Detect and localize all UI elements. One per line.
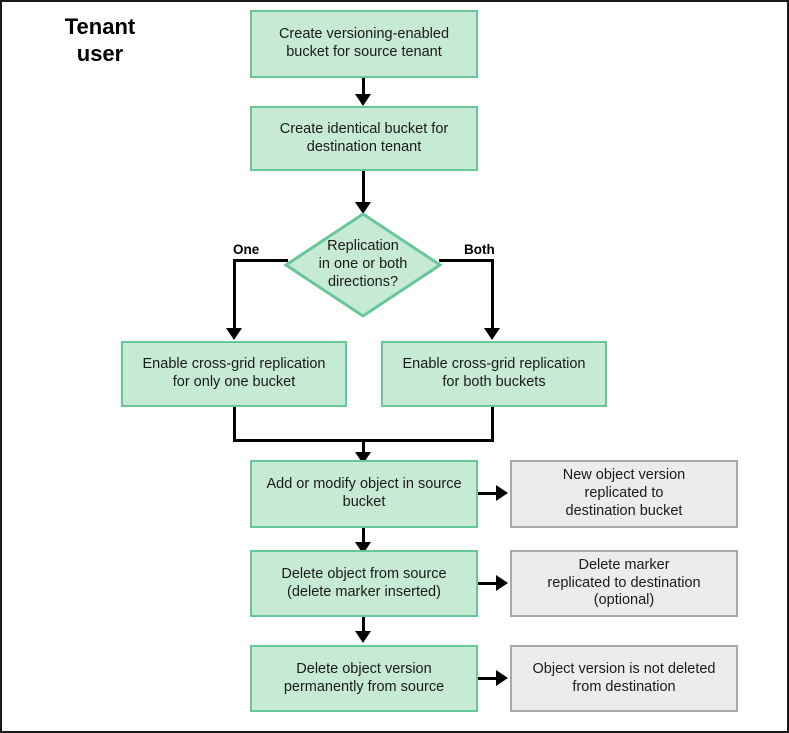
node-new-object-version-line1: New object version [562,467,686,484]
page-title: Tenant user [20,14,180,68]
node-add-modify-object[interactable]: Add or modify object in source bucket [250,460,478,528]
node-delete-object-source[interactable]: Delete object from source (delete marker… [250,550,478,617]
node-enable-both-buckets-line2: for both buckets [442,374,546,390]
node-delete-marker-replicated: Delete marker replicated to destination … [510,550,738,617]
connector-create-destination-to-decision [362,171,365,205]
arrowhead-right-to-new-version [496,485,508,501]
arrowhead-down-to-decision [355,202,371,214]
arrowhead-down-to-enable-one-bucket [226,328,242,340]
node-delete-marker-replicated-line2: replicated to destination [547,574,701,591]
connector-create-source-to-create-destination [362,78,365,96]
node-delete-object-source-line2: (delete marker inserted) [287,583,441,600]
node-add-modify-object-line2: bucket [342,494,386,510]
node-create-destination-bucket-line2: destination tenant [306,138,422,155]
node-delete-version-permanently-line1: Delete object version [296,660,432,677]
node-new-object-version-line3: destination bucket [565,502,683,519]
node-enable-both-buckets[interactable]: Enable cross-grid replication for both b… [381,341,607,407]
node-create-destination-bucket[interactable]: Create identical bucket for destination … [250,106,478,171]
node-version-not-deleted-line2: from destination [572,678,676,695]
node-add-modify-object-line1: Add or modify object in source [266,476,462,493]
connector-add-modify-to-new-version [478,492,502,495]
connector-decision-right-horizontal [439,259,494,262]
node-version-not-deleted-line1: Object version is not deleted [532,660,716,677]
node-new-object-version-line2: replicated to [584,485,664,502]
arrowhead-right-to-delete-marker [496,575,508,591]
edge-label-both: Both [464,242,495,257]
arrowhead-down-to-enable-both-buckets [484,328,500,340]
connector-add-modify-to-delete-object [362,528,365,546]
node-create-source-bucket-line2: bucket for source tenant [286,44,442,60]
node-decision-replication-direction[interactable]: Replication in one or both directions? [284,212,442,318]
node-delete-marker-replicated-line1: Delete marker [578,556,670,573]
connector-delete-object-to-delete-version [362,617,365,635]
connector-enable-one-down [233,407,236,442]
edge-label-one: One [233,242,260,257]
connector-decision-left-horizontal [233,259,288,262]
connector-merge-to-add-modify [362,439,365,457]
arrowhead-right-to-version-not-deleted [496,670,508,686]
node-delete-object-source-line1: Delete object from source [281,565,447,582]
node-enable-one-bucket-line2: for only one bucket [172,374,296,390]
node-create-source-bucket-line1: Create versioning-enabled [278,26,450,43]
connector-enable-both-down [491,407,494,442]
node-version-not-deleted: Object version is not deleted from desti… [510,645,738,712]
node-delete-version-permanently-line2: permanently from source [283,678,445,695]
node-create-destination-bucket-line1: Create identical bucket for [279,120,449,137]
arrowhead-down-to-delete-version [355,631,371,643]
page-title-line2: user [76,40,124,66]
node-delete-version-permanently[interactable]: Delete object version permanently from s… [250,645,478,712]
connector-delete-object-to-delete-marker [478,582,502,585]
diamond-shape [284,212,442,318]
node-create-source-bucket[interactable]: Create versioning-enabled bucket for sou… [250,10,478,78]
arrowhead-down-to-create-destination [355,94,371,106]
node-enable-one-bucket[interactable]: Enable cross-grid replication for only o… [121,341,347,407]
node-new-object-version: New object version replicated to destina… [510,460,738,528]
node-enable-one-bucket-line1: Enable cross-grid replication [142,356,326,373]
node-delete-marker-replicated-line3: (optional) [593,592,655,609]
connector-decision-left-vertical [233,259,236,334]
connector-delete-version-to-version-not-deleted [478,677,502,680]
node-enable-both-buckets-line1: Enable cross-grid replication [402,356,586,373]
connector-decision-right-vertical [491,259,494,334]
page-title-line1: Tenant [64,14,136,39]
